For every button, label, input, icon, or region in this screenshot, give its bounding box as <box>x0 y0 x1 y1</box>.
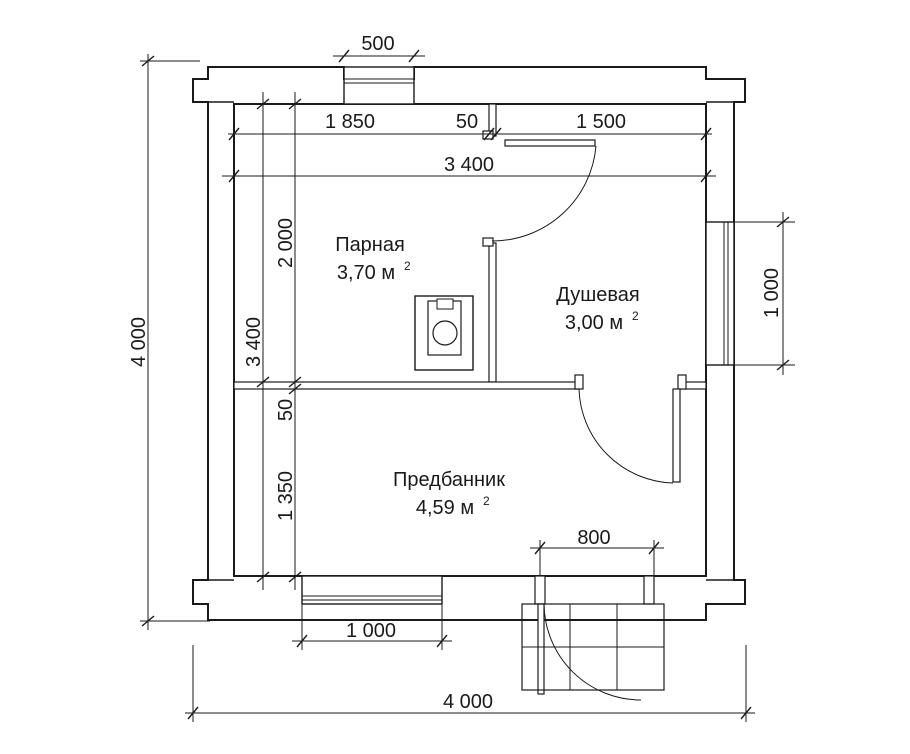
window-right <box>705 221 735 366</box>
room-name-predbannik: Предбанник <box>393 469 505 491</box>
entry-stairs <box>521 603 665 691</box>
door-shower <box>574 374 687 484</box>
room-name-parnaya: Парная <box>335 234 405 256</box>
room-labels: Парная 3,70 м 2 Душевая 3,00 м 2 Предбан… <box>335 234 640 519</box>
window-bottom <box>301 575 443 605</box>
dim-shower-width: 1 500 <box>576 111 626 133</box>
dim-right-window: 1 000 <box>761 268 783 318</box>
dim-entry-door: 800 <box>577 527 610 549</box>
window-top <box>343 66 415 105</box>
dim-partition: 50 <box>456 111 478 133</box>
room-area-predbannik: 4,59 м <box>416 497 474 519</box>
dim-steam-width: 1 850 <box>325 111 375 133</box>
dimension-lines <box>140 49 795 722</box>
dimension-labels: 500 1 850 50 1 500 3 400 2 000 3 400 50 … <box>128 33 783 713</box>
room-name-dushevaya: Душевая <box>556 284 640 306</box>
dim-inner-depth-left: 3 400 <box>243 317 265 367</box>
room-area-dushevaya: 3,00 м <box>565 312 623 334</box>
dim-inner-width: 3 400 <box>444 154 494 176</box>
dim-partition-h: 50 <box>275 399 297 421</box>
dim-top-window: 500 <box>361 33 394 55</box>
room-area-sup-parnaya: 2 <box>404 259 411 273</box>
room-area-sup-predbannik: 2 <box>483 494 490 508</box>
dim-bottom-window: 1 000 <box>346 620 396 642</box>
dim-steam-depth: 2 000 <box>275 218 297 268</box>
dim-overall-height: 4 000 <box>128 317 150 367</box>
dim-lobby-depth: 1 350 <box>275 471 297 521</box>
room-area-sup-dushevaya: 2 <box>632 309 639 323</box>
dim-overall-width: 4 000 <box>443 691 493 713</box>
stove <box>414 295 474 371</box>
door-entry <box>534 575 655 701</box>
room-area-parnaya: 3,70 м <box>337 262 395 284</box>
